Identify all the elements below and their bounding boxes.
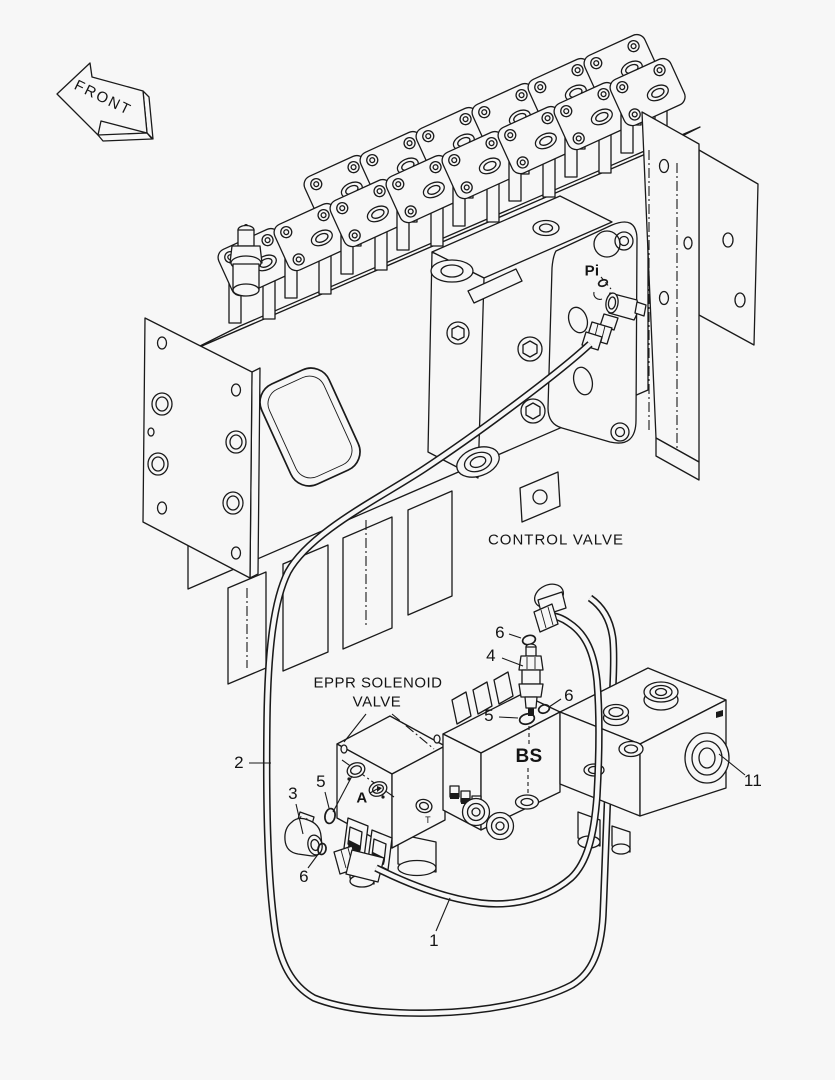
center-section bbox=[427, 195, 638, 523]
pump-assembly bbox=[442, 667, 730, 855]
breather-plug bbox=[229, 224, 263, 297]
port-label-t: T bbox=[425, 815, 431, 825]
callout-4: 4 bbox=[486, 646, 496, 665]
hose-1-top-elbow bbox=[533, 583, 567, 633]
callout-6-center: 6 bbox=[564, 686, 574, 705]
mounting-plate bbox=[641, 111, 759, 481]
control-valve-body bbox=[187, 126, 701, 685]
callout-11: 11 bbox=[743, 771, 763, 790]
control-valve-label: CONTROL VALVE bbox=[487, 531, 625, 549]
callout-6-top: 6 bbox=[495, 623, 505, 642]
callout-6-left: 6 bbox=[299, 867, 309, 886]
callout-5-left: 5 bbox=[316, 772, 326, 791]
o-ring-5-center bbox=[518, 712, 536, 726]
fitting-4 bbox=[518, 643, 544, 716]
eppr-valve-label-line1: EPPR SOLENOID bbox=[313, 674, 443, 692]
port-label-bs: BS bbox=[515, 746, 543, 767]
pi-port-fitting bbox=[581, 276, 647, 351]
callout-2: 2 bbox=[234, 753, 244, 772]
end-plate bbox=[142, 317, 261, 579]
callout-1: 1 bbox=[429, 931, 439, 950]
front-arrow bbox=[56, 62, 154, 142]
elbow-fitting-3 bbox=[284, 811, 323, 857]
callout-leaders bbox=[249, 633, 746, 932]
eppr-valve-label-line2: VALVE bbox=[352, 693, 402, 711]
callout-5-center: 5 bbox=[484, 706, 494, 725]
hose-1-left-fitting bbox=[333, 845, 385, 883]
port-label-pi: Pi bbox=[584, 262, 600, 280]
port-label-a: A bbox=[356, 789, 368, 807]
o-ring-6-left bbox=[317, 842, 327, 856]
o-ring-5-left bbox=[324, 807, 336, 825]
plug-boss bbox=[147, 392, 247, 515]
callout-3: 3 bbox=[288, 784, 298, 803]
hose-1 bbox=[374, 612, 603, 908]
eppr-solenoid-valve bbox=[336, 715, 446, 888]
bs-port bbox=[514, 794, 540, 810]
